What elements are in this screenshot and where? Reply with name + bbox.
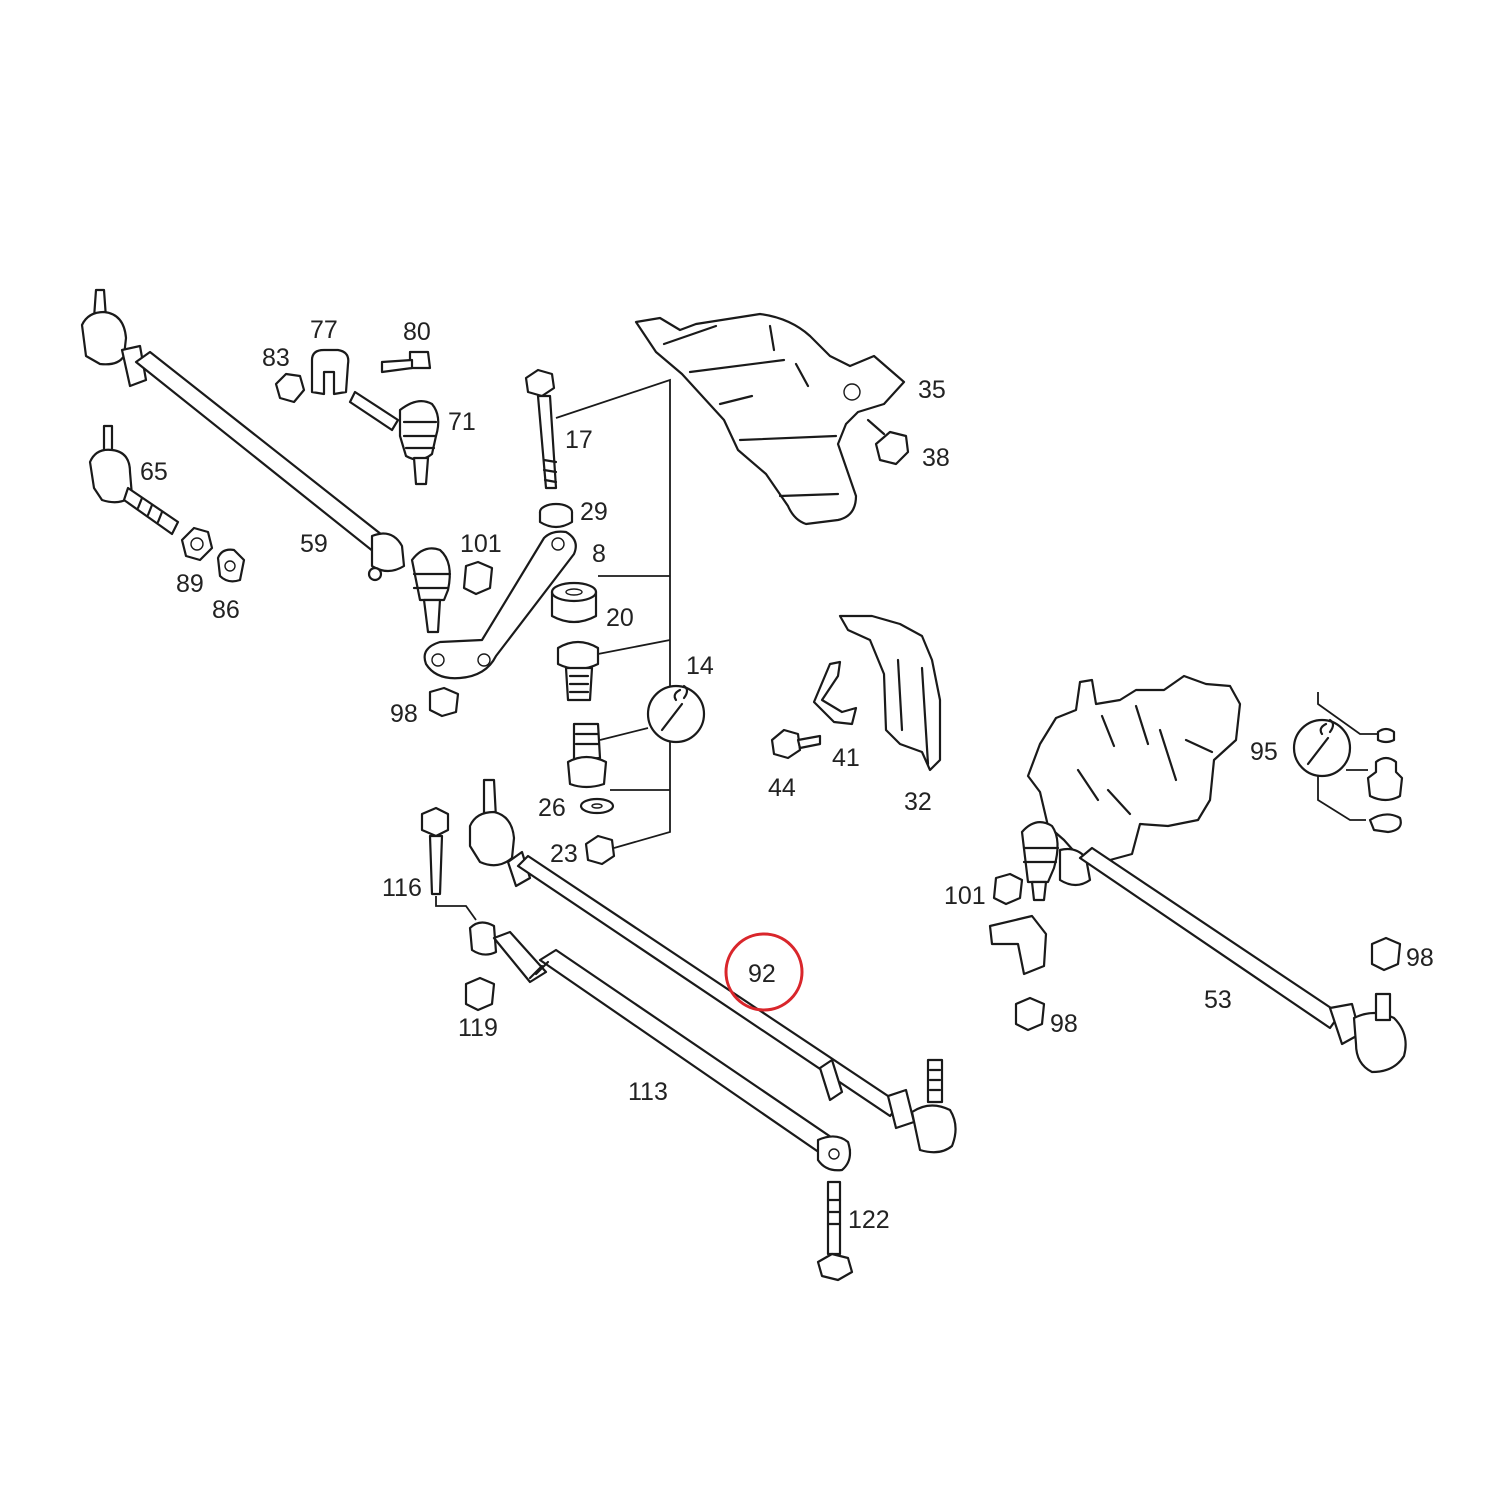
label-86: 86 <box>212 596 240 624</box>
steering-damper-113 <box>468 921 852 1172</box>
splash-shield-35 <box>634 312 906 526</box>
label-32: 32 <box>904 788 932 816</box>
label-95: 95 <box>1250 738 1278 766</box>
leader-bracket-14 <box>555 378 671 849</box>
highlight-circle <box>724 932 804 1012</box>
bolt-122 <box>816 1180 854 1282</box>
washer-29 <box>538 502 574 529</box>
nut-38 <box>866 418 910 466</box>
label-116: 116 <box>382 874 422 902</box>
label-26: 26 <box>538 794 566 822</box>
bolt-116 <box>420 806 477 921</box>
idler-arm-8 <box>423 530 577 680</box>
label-65: 65 <box>140 458 168 486</box>
tie-rod-59 <box>80 288 406 582</box>
nut-119 <box>464 976 496 1012</box>
center-tie-rod-92 <box>468 778 957 1154</box>
tie-rod-53 <box>1020 821 1407 1074</box>
pitman-arm <box>988 914 1048 976</box>
label-44: 44 <box>768 774 796 802</box>
washer-26 <box>579 797 615 815</box>
label-119: 119 <box>458 1014 498 1042</box>
pin-lower-14 <box>566 722 608 789</box>
label-83: 83 <box>262 344 290 372</box>
bracket-32 <box>838 614 942 772</box>
pin-upper-14 <box>556 640 600 702</box>
label-8: 8 <box>592 540 606 568</box>
nut-86 <box>216 548 246 583</box>
label-41: 41 <box>832 744 860 772</box>
label-35: 35 <box>918 376 946 404</box>
label-38: 38 <box>922 444 950 472</box>
label-98-left: 98 <box>390 700 418 728</box>
label-101-left: 101 <box>460 530 502 558</box>
label-71: 71 <box>448 408 476 436</box>
label-23: 23 <box>550 840 578 868</box>
label-77: 77 <box>310 316 338 344</box>
steering-box <box>1026 674 1242 862</box>
nut-89 <box>180 526 214 562</box>
nut-101-right <box>992 872 1024 906</box>
bolt-80 <box>380 350 432 374</box>
repair-kit-95 <box>1292 692 1404 834</box>
nut-98-bottom-right <box>1014 996 1046 1032</box>
label-53: 53 <box>1204 986 1232 1014</box>
bushing-20 <box>550 581 598 624</box>
nut-98-right <box>1370 936 1402 972</box>
clamp-77 <box>310 348 350 396</box>
label-92: 92 <box>748 960 776 988</box>
label-17: 17 <box>565 426 593 454</box>
label-122: 122 <box>848 1206 890 1234</box>
label-98-bottom-right: 98 <box>1050 1010 1078 1038</box>
nut-98-left <box>428 686 460 718</box>
label-20: 20 <box>606 604 634 632</box>
screw-44 <box>770 728 822 760</box>
clip-41 <box>812 660 858 726</box>
wrench-icon <box>646 684 706 744</box>
tie-rod-end-65 <box>88 424 180 536</box>
label-29: 29 <box>580 498 608 526</box>
ball-joint-71 <box>348 390 440 486</box>
nut-101-left <box>462 560 494 596</box>
label-89: 89 <box>176 570 204 598</box>
label-80: 80 <box>403 318 431 346</box>
label-59: 59 <box>300 530 328 558</box>
label-14: 14 <box>686 652 714 680</box>
bolt-17 <box>524 368 558 490</box>
label-113: 113 <box>628 1078 668 1106</box>
label-101-right: 101 <box>944 882 986 910</box>
ball-joint-59-end <box>410 547 452 634</box>
nut-23 <box>584 834 616 866</box>
nut-83 <box>274 372 306 404</box>
label-98-right: 98 <box>1406 944 1434 972</box>
